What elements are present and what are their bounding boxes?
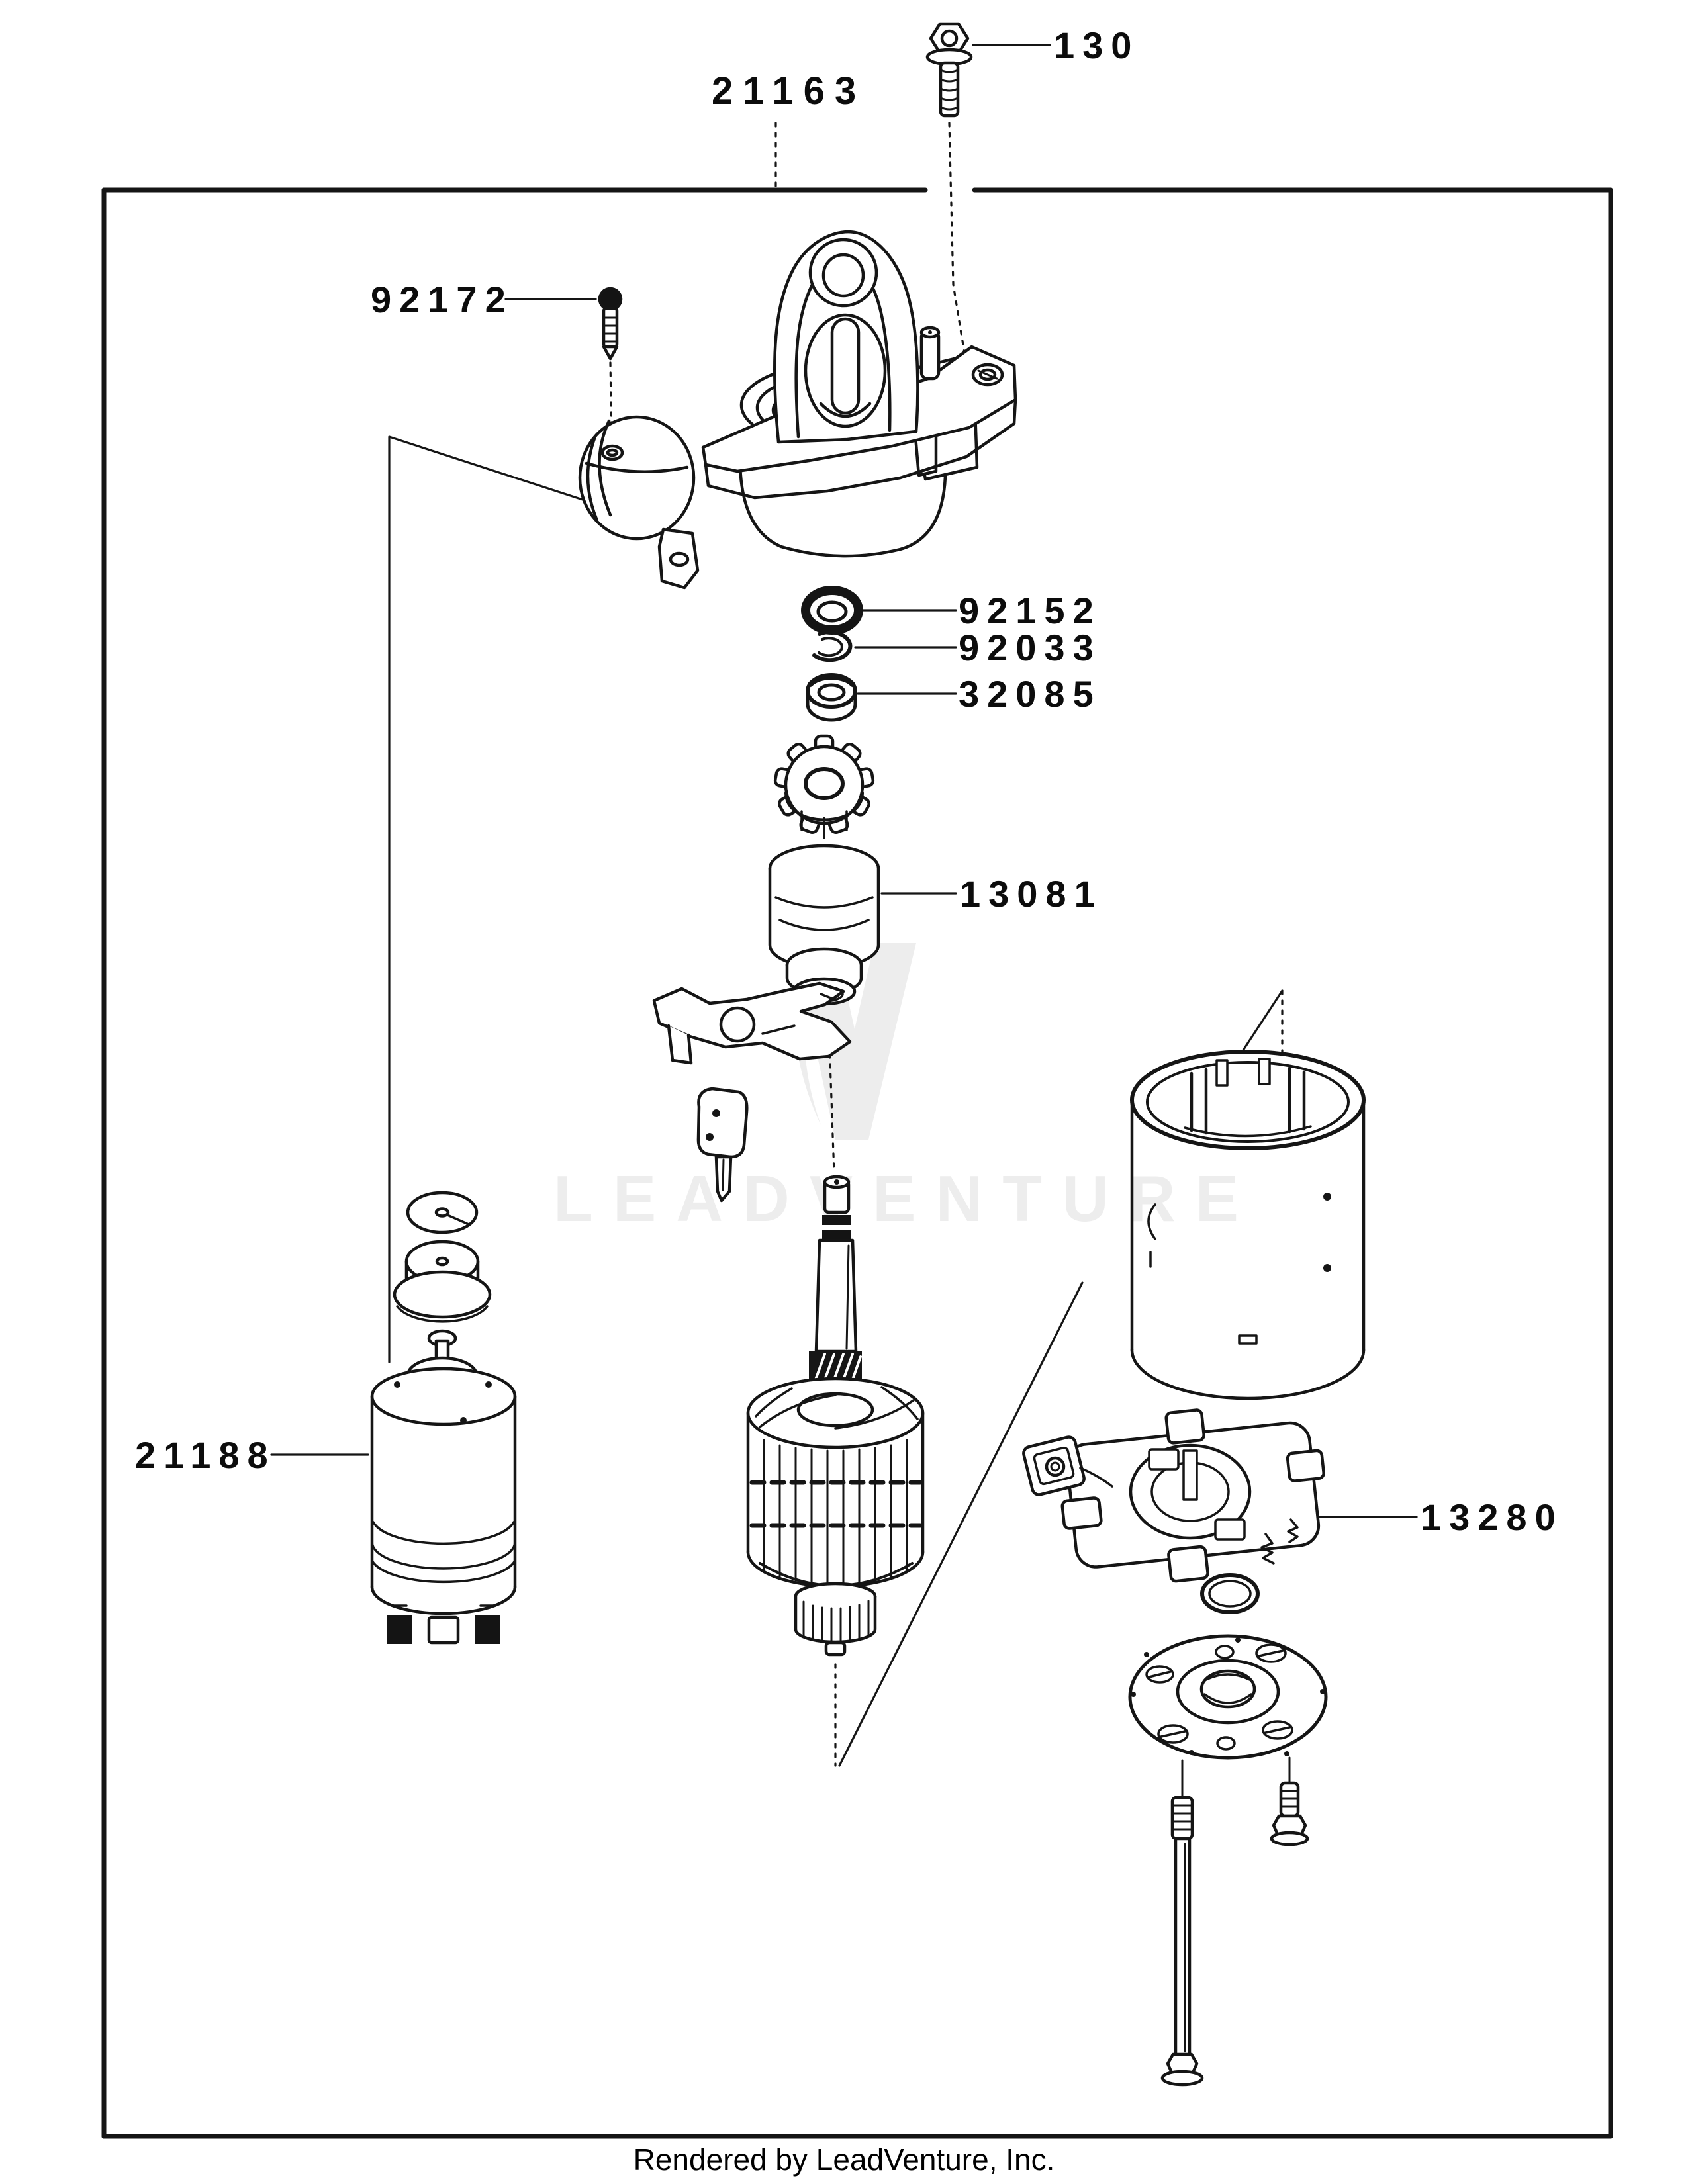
leadventure-watermark: LEADVENTURE [553, 1162, 1259, 1235]
plunger-grommet-drawing [696, 1087, 749, 1203]
part-label-snap-ring[interactable]: 92033 [959, 627, 1102, 668]
yoke-housing-drawing [1130, 1050, 1366, 1400]
part-label-solenoid[interactable]: 21188 [135, 1434, 276, 1476]
diagram-frame [101, 187, 1613, 2139]
through-bolt-drawing [1160, 1759, 1204, 2087]
o-ring-drawing [1200, 1573, 1260, 1614]
armature-drawing [746, 1175, 925, 1657]
snap-ring-drawing [812, 630, 853, 662]
flange-bolt-drawing [925, 22, 973, 118]
solenoid-drawing [370, 1191, 517, 1645]
end-cap-bolt-drawing [1270, 1756, 1309, 1846]
part-label-collar-ring[interactable]: 92152 [959, 590, 1102, 631]
collar-ring-drawing [801, 586, 863, 635]
part-label-stopper-collar[interactable]: 32085 [959, 673, 1102, 715]
solenoid-screw-drawing [598, 287, 623, 361]
rendered-by-footer: Rendered by LeadVenture, Inc. [633, 2142, 1055, 2177]
part-label-assembly[interactable]: 21163 [712, 69, 867, 113]
brush-holder-drawing [1022, 1408, 1325, 1583]
part-label-pinion-clutch[interactable]: 13081 [960, 873, 1103, 915]
shift-lever-drawing [652, 981, 852, 1065]
stopper-collar-drawing [806, 673, 857, 722]
starter-housing-drawing [578, 230, 1017, 590]
part-label-mount-bolt[interactable]: 130 [1054, 24, 1140, 66]
part-label-solenoid-screw[interactable]: 92172 [371, 279, 514, 320]
part-label-brush-holder[interactable]: 13280 [1421, 1496, 1564, 1538]
end-cap-drawing [1128, 1634, 1328, 1760]
pinion-clutch-drawing [768, 734, 880, 1006]
